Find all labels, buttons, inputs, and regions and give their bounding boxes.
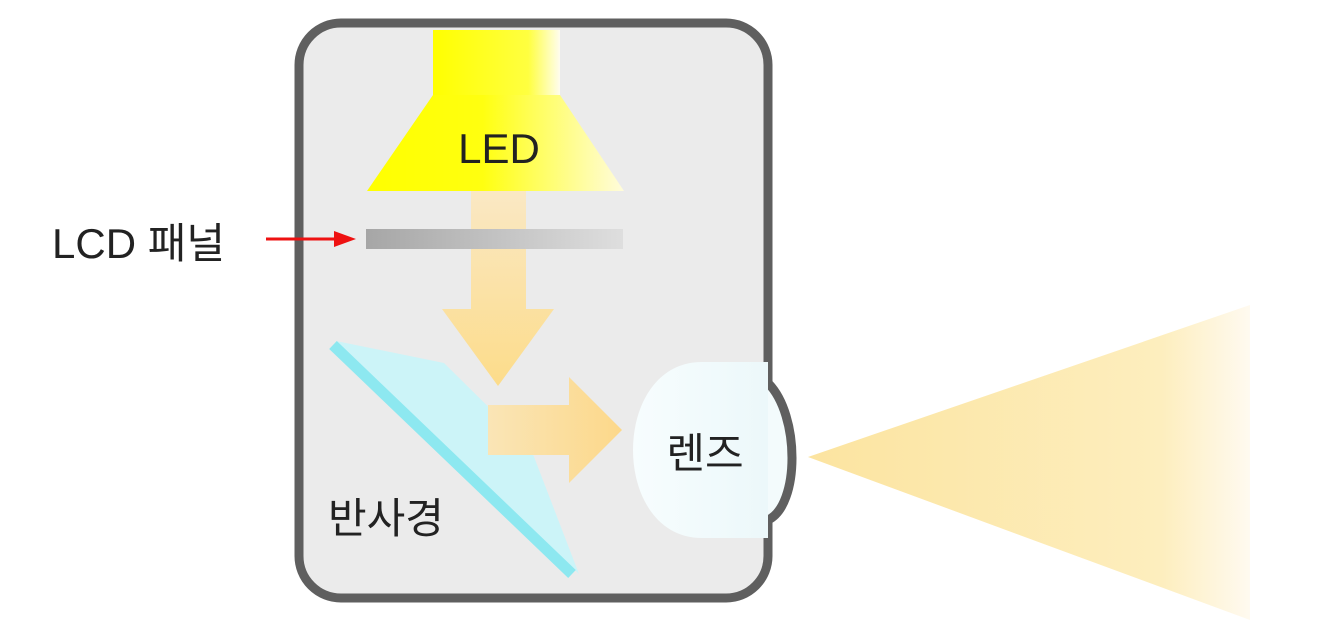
light-beam-right [488, 377, 622, 483]
led-source [367, 95, 624, 191]
lcd-panel [366, 229, 623, 249]
lcd-panel-label: LCD 패널 [52, 220, 225, 267]
led-label: LED [458, 125, 540, 172]
mirror-label: 반사경 [328, 495, 444, 542]
mirror-edge [329, 341, 576, 578]
projection-beam [808, 305, 1250, 620]
lens-label: 렌즈 [666, 430, 743, 477]
lens-bump [763, 378, 797, 525]
pointer-arrow-head [334, 231, 356, 247]
led-stem [433, 30, 560, 96]
lens [633, 362, 768, 538]
